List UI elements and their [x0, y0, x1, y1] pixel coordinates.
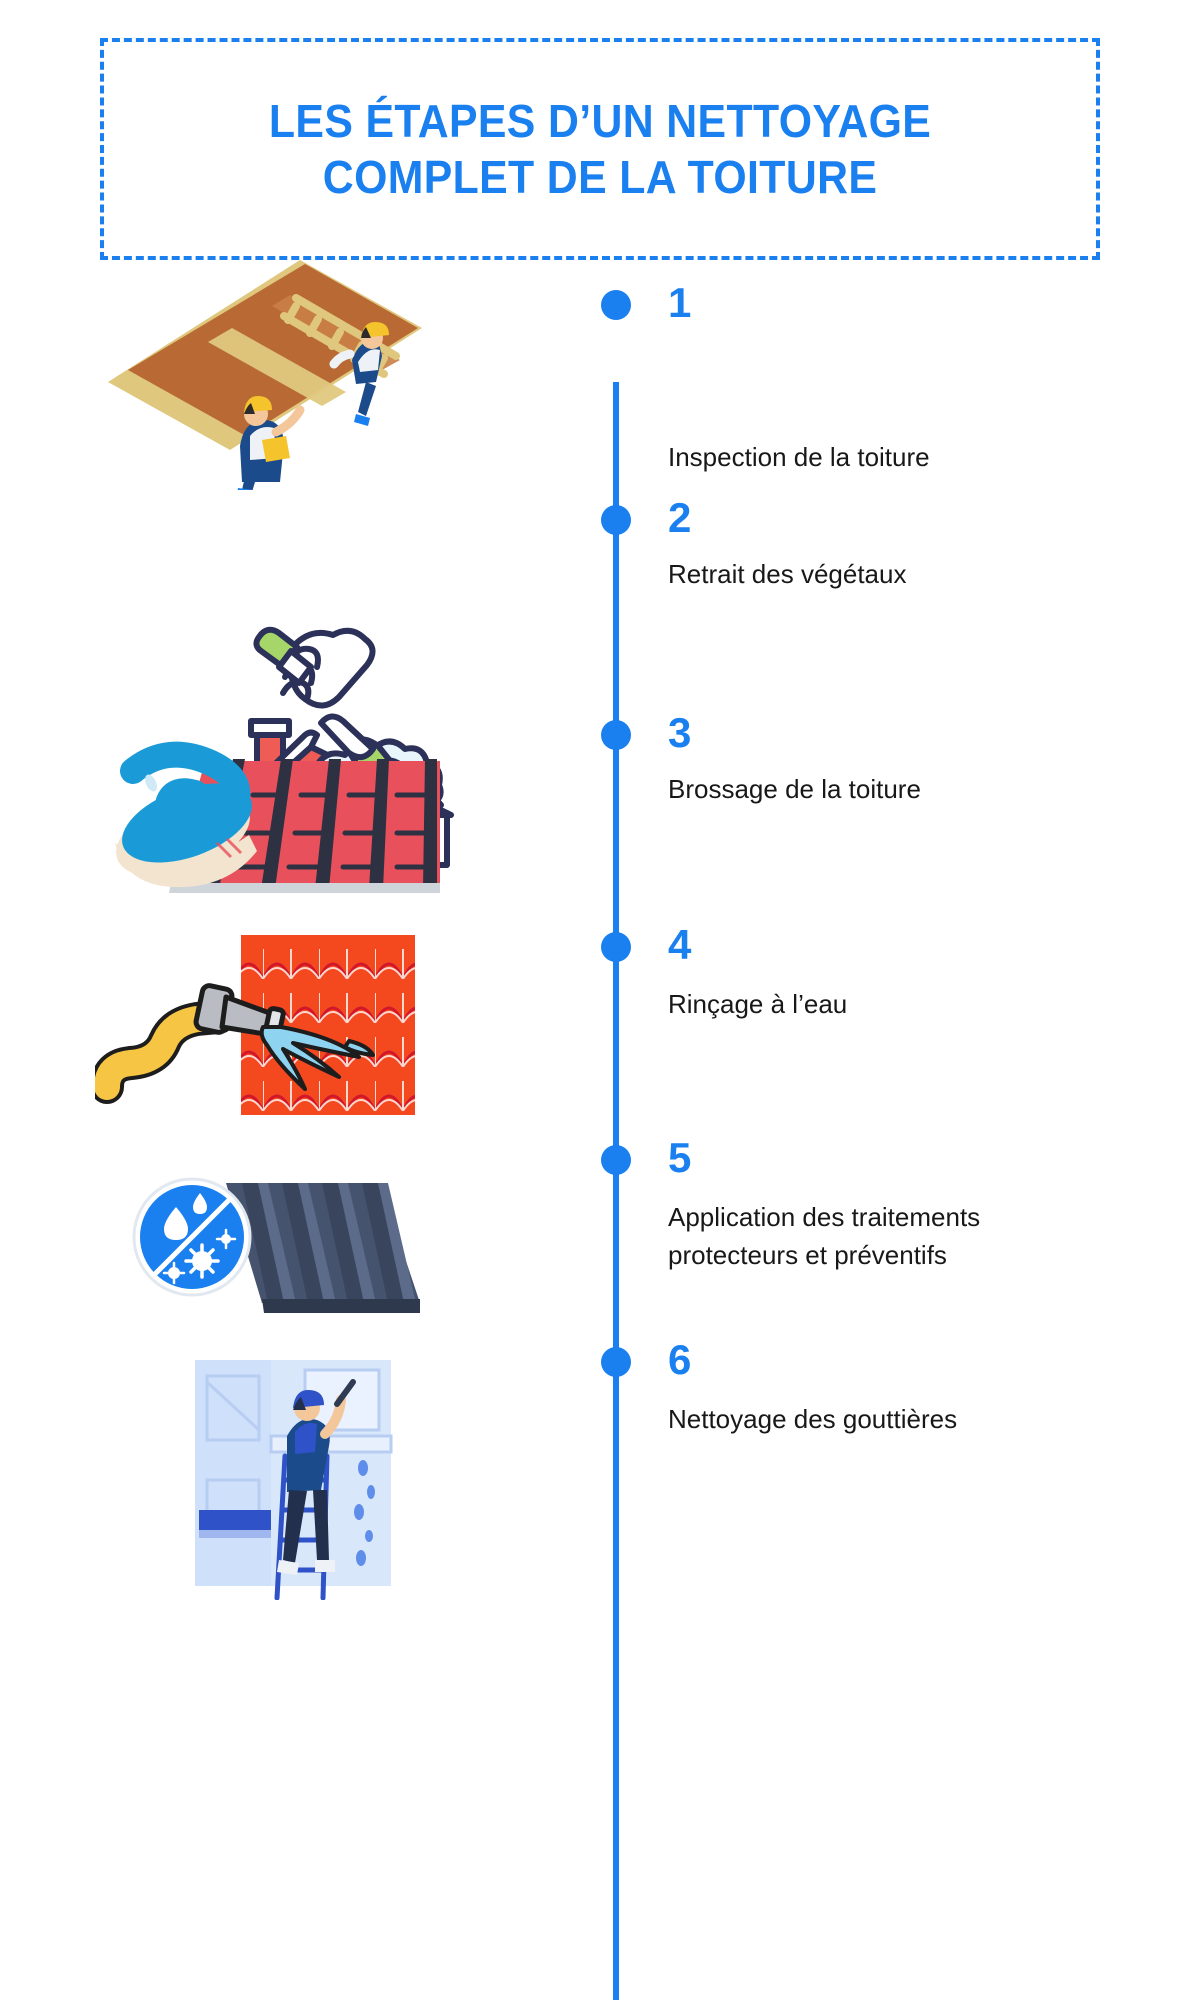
step-number-3: 3: [668, 709, 692, 756]
page-title: LES ÉTAPES D’UN NETTOYAGE COMPLET DE LA …: [268, 94, 932, 203]
timeline-dot-2[interactable]: [601, 505, 631, 535]
timeline-dot-1[interactable]: [601, 290, 631, 320]
step-number-1: 1: [668, 279, 692, 326]
timeline-line: [613, 382, 619, 2000]
hose-spraying-tiles-illustration: [95, 935, 415, 1115]
timeline-dot-5[interactable]: [601, 1145, 631, 1175]
scrub-brush-red-tiles-illustration: [85, 715, 440, 895]
step-label-2: Retrait des végétaux: [668, 559, 907, 589]
title-box: LES ÉTAPES D’UN NETTOYAGE COMPLET DE LA …: [100, 38, 1100, 260]
gutter-cleaning-worker-illustration: [185, 1360, 410, 1600]
step-label-4: Rinçage à l’eau: [668, 989, 848, 1019]
protective-treatment-metal-roof-illustration: [130, 1165, 420, 1320]
timeline-dot-6[interactable]: [601, 1347, 631, 1377]
timeline-dot-4[interactable]: [601, 932, 631, 962]
step-number-4: 4: [668, 921, 692, 968]
step-label-1: Inspection de la toiture: [668, 442, 930, 472]
step-number-2: 2: [668, 494, 692, 541]
timeline-dot-3[interactable]: [601, 720, 631, 750]
step-label-5: Application des traitements protecteurs …: [668, 1202, 981, 1271]
step-label-6: Nettoyage des gouttières: [668, 1404, 958, 1434]
step-number-5: 5: [668, 1134, 692, 1181]
step-number-6: 6: [668, 1336, 692, 1383]
roof-inspection-workers-illustration: [100, 250, 430, 490]
step-label-3: Brossage de la toiture: [668, 774, 921, 804]
